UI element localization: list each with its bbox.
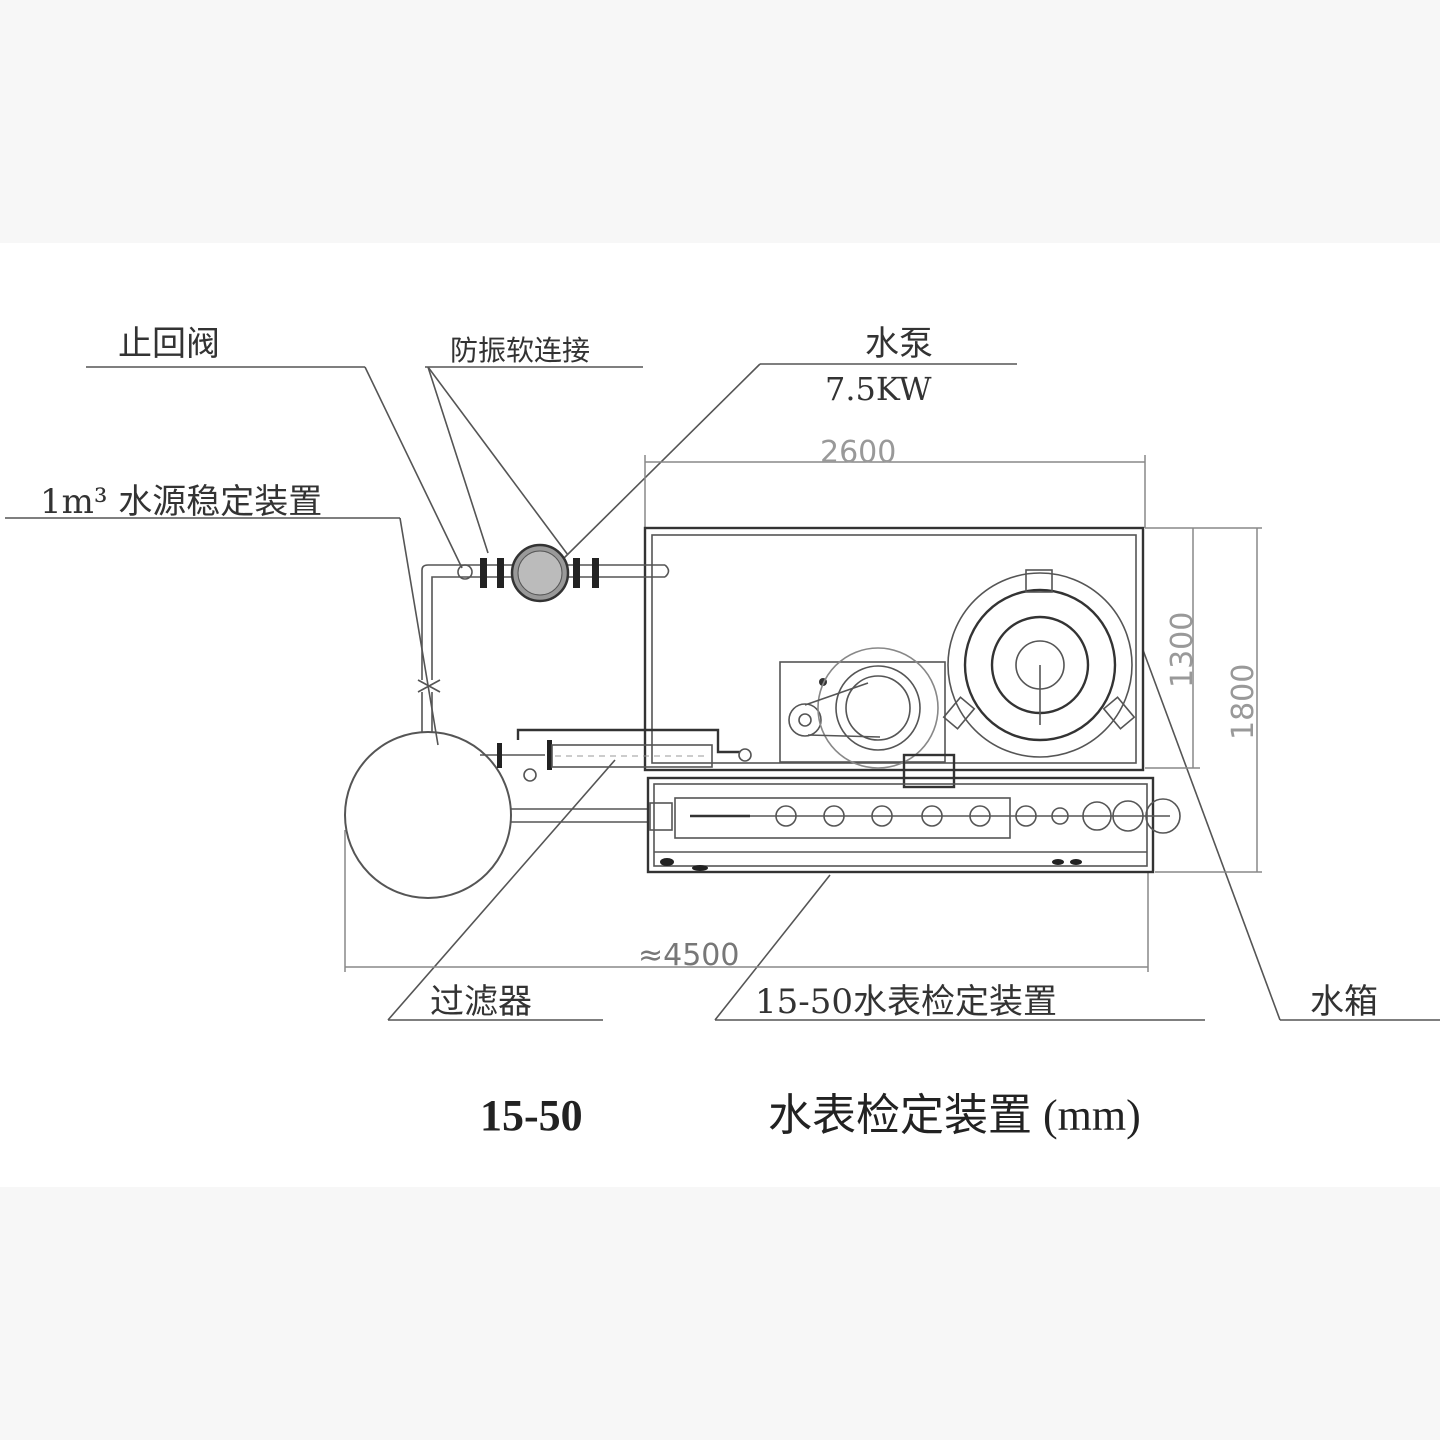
dimension-overall-width: 1800 [1155, 527, 1262, 873]
dimension-tank-width: 1300 [1145, 527, 1200, 769]
stabilizer-tank [344, 692, 648, 899]
label-pump: 水泵 7.5KW [559, 324, 1017, 563]
anti-vibration-label: 防振软连接 [450, 334, 590, 367]
check-valve-label: 止回阀 [118, 324, 220, 364]
label-stabilizer: 1m³ 水源稳定装置 [5, 482, 439, 746]
meter-test-bench [646, 776, 1181, 874]
pump-label: 水泵 [865, 324, 933, 364]
label-filter: 过滤器 [387, 759, 616, 1022]
tank-width-value: 1300 [1165, 612, 1200, 688]
dimension-tank-length: 2600 [644, 435, 1146, 528]
label-water-tank: 水箱 [1142, 649, 1440, 1022]
caption-title: 水表检定装置 (mm) [768, 1091, 1141, 1140]
diagram-background [0, 243, 1440, 1187]
label-anti-vibration: 防振软连接 [425, 334, 643, 556]
water-tank-label: 水箱 [1310, 982, 1378, 1022]
filter-assembly [480, 728, 752, 782]
meter-test-device-label: 15-50水表检定装置 [755, 982, 1057, 1022]
water-tank [643, 526, 1145, 789]
dimension-overall-length: ≈4500 [344, 830, 1149, 973]
pump-power-label: 7.5KW [825, 370, 932, 408]
label-meter-test-device: 15-50水表检定装置 [714, 874, 1205, 1022]
overall-width-value: 1800 [1226, 664, 1261, 740]
tank-length-value: 2600 [820, 435, 896, 470]
overall-length-value: ≈4500 [638, 938, 739, 973]
caption-model: 15-50 [480, 1091, 583, 1140]
label-check-valve: 止回阀 [86, 324, 463, 569]
stabilizer-label: 1m³ 水源稳定装置 [40, 482, 322, 522]
pump-assembly [417, 543, 670, 693]
filter-label: 过滤器 [430, 982, 532, 1022]
